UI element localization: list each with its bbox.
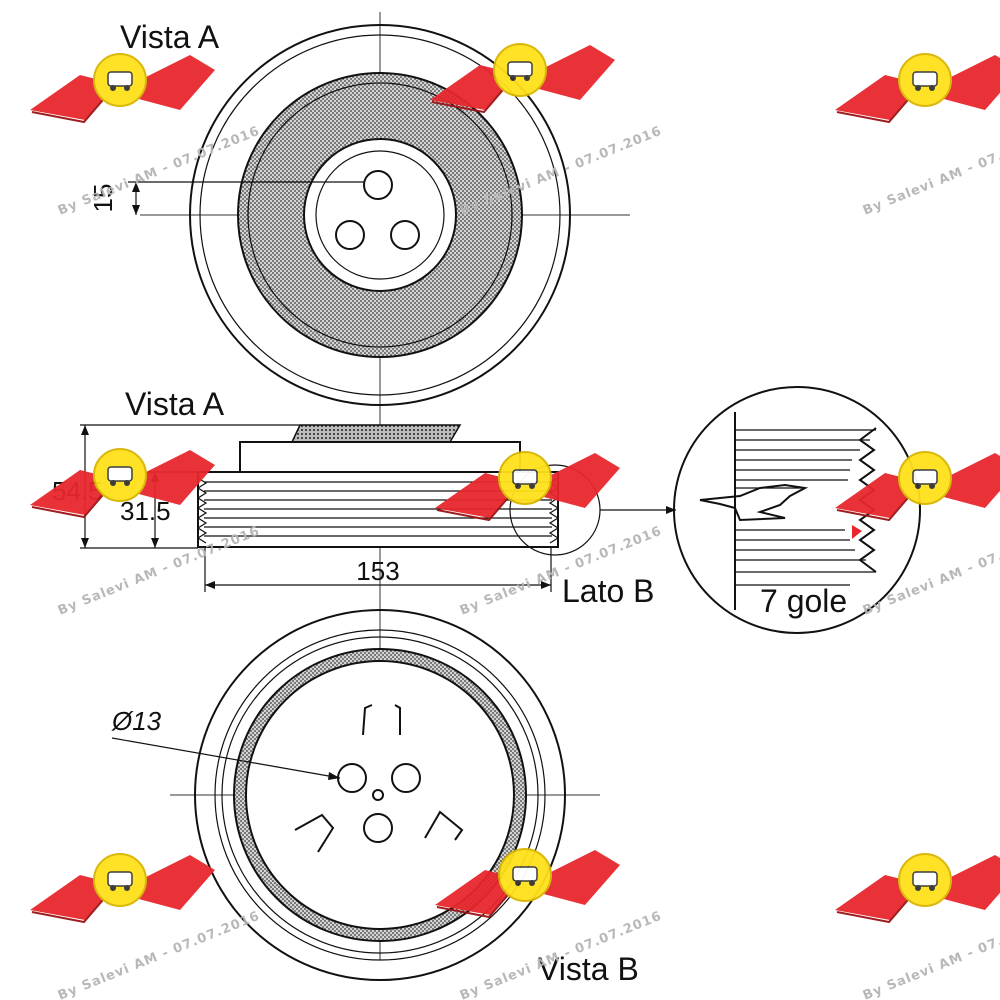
watermark-text: By Salevi AM - 07.07.2016 [56, 909, 262, 1000]
top-hole-left [335, 220, 365, 250]
grooves-label: 7 gole [760, 583, 847, 619]
detail-tooth-profile [699, 483, 809, 522]
side-hub-boss [290, 424, 462, 443]
top-rubber-inner-line [247, 82, 513, 348]
watermark-text: By Salevi AM - 07.07.2016 [861, 524, 1000, 619]
detail-red-mark [852, 525, 862, 539]
watermark-logo [834, 853, 1000, 923]
detail-label: Lato B [562, 573, 655, 609]
bottom-slot-top [362, 704, 401, 736]
top-view: 15 Vista A [88, 12, 630, 960]
watermark-text: By Salevi AM - 07.07.2016 [861, 124, 1000, 219]
groove-detail: 7 gole [673, 386, 921, 634]
bottom-view-label: Vista B [538, 951, 639, 987]
watermark-logo [429, 43, 616, 113]
detail-leader-arrow [666, 506, 676, 514]
top-hole-upper [363, 170, 393, 200]
watermark-logo [834, 451, 1000, 521]
bottom-hub-face [245, 660, 515, 930]
top-outer-rim [189, 24, 571, 406]
bottom-slot-right [424, 810, 464, 841]
offset-dimension: 15 [88, 184, 118, 213]
detail-profile-lines [735, 429, 876, 586]
top-hole-right [390, 220, 420, 250]
diameter-dimension: 153 [356, 556, 399, 586]
watermark-logo [29, 53, 216, 123]
watermark-logo [834, 53, 1000, 123]
watermark-logo [29, 853, 216, 923]
side-view-label: Vista A [125, 386, 225, 422]
bottom-hole-lower [363, 813, 393, 843]
top-view-label: Vista A [120, 19, 220, 55]
bottom-center-pin [372, 789, 384, 801]
side-damper-body [239, 441, 521, 473]
bottom-rim-inner-1 [214, 629, 546, 961]
bottom-hole-right [391, 763, 421, 793]
bottom-rim-inner-2 [221, 636, 539, 954]
top-hub [303, 138, 457, 292]
watermark-text: By Salevi AM - 07.07.2016 [56, 124, 262, 219]
bottom-outer-rim [194, 609, 566, 981]
side-left-teeth [196, 477, 208, 544]
hole-dimension: Ø13 [111, 706, 162, 736]
top-hub-inner [315, 150, 445, 280]
belt-dimension: 31.5 [120, 496, 171, 526]
bottom-slot-left [294, 813, 335, 853]
hole-leader [111, 737, 341, 779]
watermark-text: By Salevi AM - 07.07.2016 [861, 909, 1000, 1000]
top-outer-rim-inner [199, 34, 561, 396]
detail-circle [673, 386, 921, 634]
hole-leader-arrow [328, 772, 340, 780]
offset-arrows [132, 182, 140, 215]
watermark-text: By Salevi AM - 07.07.2016 [56, 524, 262, 619]
bottom-view: Ø13 Vista B [111, 609, 639, 987]
